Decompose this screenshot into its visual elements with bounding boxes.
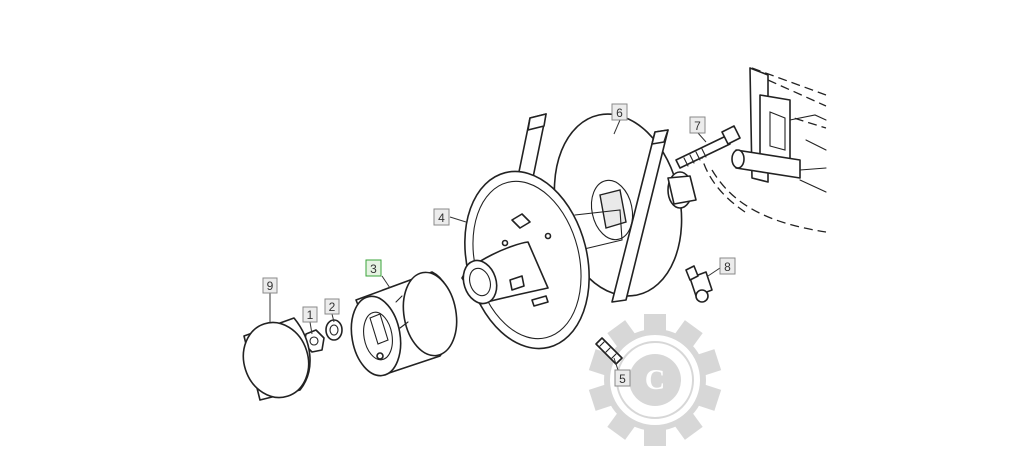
callout-3: 3 [365, 259, 382, 277]
callout-8: 8 [719, 257, 736, 275]
part-4-front-disc [461, 113, 623, 350]
part-7-bolt [675, 125, 741, 169]
callout-2-label: 2 [329, 300, 336, 314]
mounting-frame [699, 67, 827, 233]
callout-3-label: 3 [370, 262, 377, 276]
callout-4: 4 [433, 208, 450, 226]
callout-1-label: 1 [307, 308, 314, 322]
callout-7-label: 7 [694, 119, 701, 133]
watermark-letter: C [645, 365, 665, 396]
callout-1: 1 [302, 306, 318, 323]
callout-leaders [269, 119, 721, 377]
callout-6-label: 6 [616, 106, 623, 120]
part-2-washer [325, 319, 343, 341]
callout-6: 6 [611, 103, 628, 121]
callout-5-label: 5 [619, 372, 626, 386]
callout-4-label: 4 [438, 211, 445, 225]
part-5-spring-pin [595, 337, 623, 365]
part-8-grease-nipple [685, 265, 713, 303]
watermark-gear-logo: C [588, 314, 722, 446]
callout-5: 5 [614, 369, 631, 387]
callout-2: 2 [324, 298, 340, 315]
part-3-bushing [350, 271, 458, 377]
part-9-cap [242, 317, 311, 401]
callout-7: 7 [689, 116, 706, 134]
callout-9: 9 [262, 277, 278, 294]
callout-9-label: 9 [267, 279, 274, 293]
callout-8-label: 8 [724, 260, 731, 274]
